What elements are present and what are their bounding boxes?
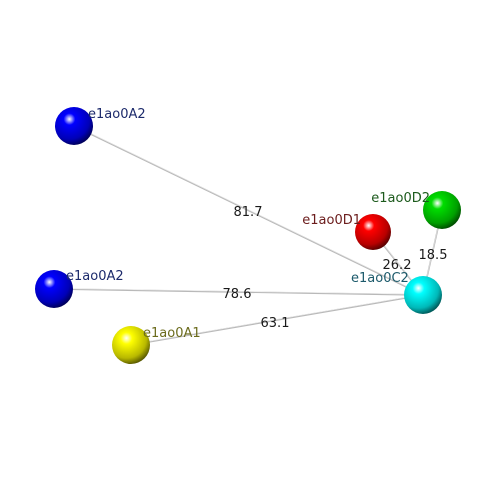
edge-distance-label: 63.1 bbox=[261, 316, 290, 331]
node-label: e1ao0A2 bbox=[88, 107, 146, 122]
node-label: e1ao0D2 bbox=[371, 191, 430, 206]
node-sphere-n-d1[interactable] bbox=[355, 214, 391, 250]
edge-line bbox=[73, 125, 424, 296]
edge-distance-label: 81.7 bbox=[234, 205, 263, 220]
edge-distance-label: 26.2 bbox=[383, 258, 412, 273]
node-label: e1ao0A2 bbox=[66, 269, 124, 284]
node-sphere-n-a2-top[interactable] bbox=[55, 107, 93, 145]
edge-line bbox=[53, 288, 424, 296]
node-label: e1ao0A1 bbox=[143, 326, 201, 341]
edge-line bbox=[130, 294, 424, 346]
node-label: e1ao0D1 bbox=[302, 213, 361, 228]
edge-line-highlight bbox=[130, 294, 424, 345]
edge-line-highlight bbox=[73, 125, 424, 295]
node-label: e1ao0C2 bbox=[351, 271, 409, 286]
node-sphere-n-a2-mid[interactable] bbox=[35, 270, 73, 308]
node-sphere-n-a1[interactable] bbox=[112, 326, 150, 364]
labels-layer: 81.7 78.6 63.1 26.2 18.5 e1ao0A2 e1ao0A2 e1ao0A… bbox=[66, 107, 447, 341]
nodes-layer bbox=[35, 107, 461, 364]
edge-line-highlight bbox=[53, 288, 424, 295]
edges-layer bbox=[53, 125, 443, 346]
node-sphere-n-c2[interactable] bbox=[404, 276, 442, 314]
edge-distance-label: 18.5 bbox=[419, 248, 448, 263]
edge-distance-label: 78.6 bbox=[223, 287, 252, 302]
node-sphere-n-d2[interactable] bbox=[423, 191, 461, 229]
